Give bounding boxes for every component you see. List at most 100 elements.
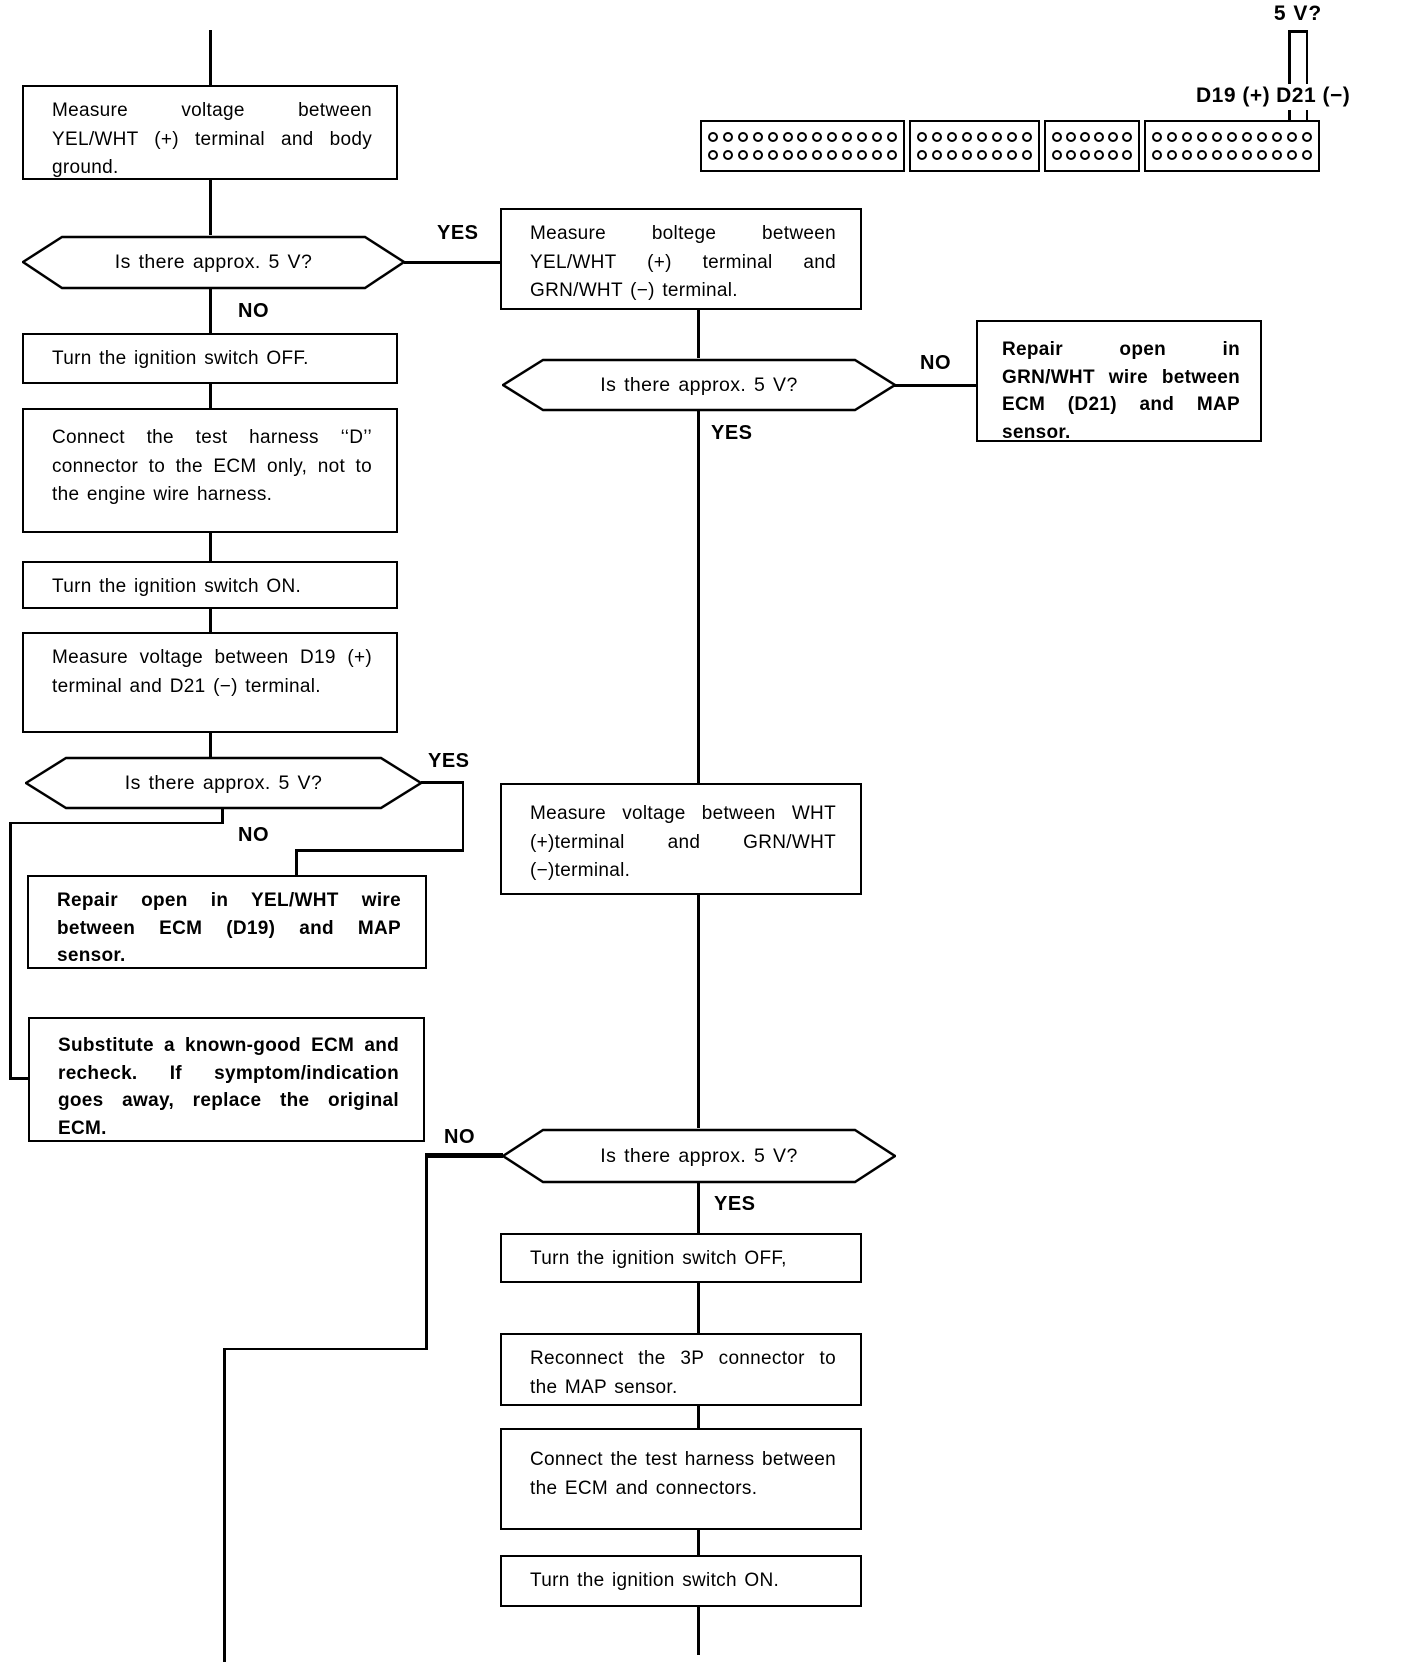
entry-line: [209, 30, 212, 85]
decision-1: Is there approx. 5 V?: [22, 235, 405, 290]
connector-pin: [932, 150, 942, 160]
yes-label-3: YES: [711, 422, 753, 444]
connector-pin: [857, 132, 868, 142]
no-branch-line-2: [9, 821, 223, 824]
no-label-4: NO: [444, 1126, 475, 1148]
connector-pin: [1052, 150, 1062, 160]
connector-segment-4: [1144, 120, 1320, 172]
decision-2: Is there approx. 5 V?: [25, 756, 422, 810]
connector-pin: [722, 132, 733, 142]
connector-pin: [1052, 132, 1062, 142]
connector-pin: [767, 132, 778, 142]
step-repair-grnwht-wire: Repair open in GRN/WHT wire between ECM …: [976, 320, 1262, 443]
connector-pin: [1197, 150, 1207, 160]
probe-bracket: [1288, 30, 1308, 33]
no-branch-line-4: [223, 1347, 226, 1662]
connector-pin: [1080, 132, 1090, 142]
connector-pin: [767, 150, 778, 160]
connector-pin: [886, 150, 897, 160]
step-measure-wht: Measure voltage between WHT (+)terminal …: [500, 783, 862, 895]
no-branch-line-4: [425, 1153, 503, 1158]
probe-bracket: [1288, 30, 1291, 84]
connector-pin: [1227, 132, 1237, 142]
step-ignition-on-1: Turn the ignition switch ON.: [22, 561, 398, 609]
flow-line: [209, 533, 212, 561]
connector-pin: [1197, 132, 1207, 142]
step-measure-yelwht-ground: Measure voltage between YEL/WHT (+) term…: [22, 85, 398, 180]
yes-label-4: YES: [714, 1193, 756, 1215]
connector-pin: [737, 150, 748, 160]
connector-pin: [1152, 150, 1162, 160]
connector-pin: [871, 132, 882, 142]
connector-pin: [752, 150, 763, 160]
connector-pin: [842, 150, 853, 160]
connector-pin: [977, 150, 987, 160]
connector-pin: [1167, 132, 1177, 142]
connector-pin: [1066, 132, 1076, 142]
yes-branch-line-2: [461, 781, 464, 851]
connector-pin: [1227, 150, 1237, 160]
connector-pin: [1022, 150, 1032, 160]
connector-pin: [1094, 132, 1104, 142]
connector-pin: [962, 150, 972, 160]
connector-pin: [722, 150, 733, 160]
connector-pin: [1122, 132, 1132, 142]
step-measure-d19-d21: Measure voltage between D19 (+) terminal…: [22, 632, 398, 733]
connector-pin: [947, 150, 957, 160]
connector-pin: [1212, 132, 1222, 142]
connector-pin: [992, 150, 1002, 160]
pin-row: [1052, 150, 1132, 160]
pin-row: [708, 150, 897, 160]
decision-4: Is there approx. 5 V?: [502, 1128, 896, 1184]
connector-pin: [1182, 150, 1192, 160]
connector-pin: [932, 132, 942, 142]
connector-pin: [1287, 150, 1297, 160]
no-branch-line-4: [223, 1347, 427, 1350]
connector-pin: [708, 150, 718, 160]
connector-pin: [827, 132, 838, 142]
yes-label-1: YES: [437, 222, 479, 244]
flow-line: [697, 895, 700, 1128]
d19-label: D19 (+): [1196, 84, 1271, 107]
no-branch-line-2: [221, 808, 224, 824]
step-measure-boltege: Measure boltege between YEL/WHT (+) term…: [500, 208, 862, 310]
five-v-label: 5 V?: [1273, 2, 1323, 25]
probe-lead-d19: [1288, 110, 1291, 122]
d19-d21-label: D19 (+) D21 (−): [1196, 84, 1350, 108]
connector-pin: [812, 150, 823, 160]
connector-pin: [1080, 150, 1090, 160]
decision-2-label: Is there approx. 5 V?: [124, 771, 323, 794]
flow-line: [697, 310, 700, 358]
step-repair-yelwht-wire: Repair open in YEL/WHT wire between ECM …: [27, 875, 427, 969]
connector-pin: [1122, 150, 1132, 160]
connector-pin: [1272, 150, 1282, 160]
connector-pin: [1007, 132, 1017, 142]
connector-pin: [782, 150, 793, 160]
flow-line: [697, 1530, 700, 1555]
no-branch-line-2: [9, 821, 12, 1080]
connector-pin: [962, 132, 972, 142]
flow-line: [697, 1406, 700, 1428]
connector-pin: [857, 150, 868, 160]
connector-pin: [977, 132, 987, 142]
connector-pin: [1007, 150, 1017, 160]
connector-pin: [782, 132, 793, 142]
flow-line: [209, 609, 212, 632]
connector-pin: [812, 132, 823, 142]
connector-pin: [737, 132, 748, 142]
connector-segment-3: [1044, 120, 1140, 172]
connector-pin: [917, 150, 927, 160]
d21-label: D21 (−): [1276, 84, 1351, 107]
connector-pin: [1257, 150, 1267, 160]
connector-pin: [1022, 132, 1032, 142]
no-branch-line-3: [893, 384, 976, 387]
connector-pin: [1066, 150, 1076, 160]
yes-branch-line-2: [295, 849, 464, 852]
connector-pin: [1094, 150, 1104, 160]
yes-branch-line-2: [421, 781, 464, 784]
connector-pin: [992, 132, 1002, 142]
no-branch-line-4: [425, 1153, 428, 1350]
step-ignition-off-1: Turn the ignition switch OFF.: [22, 333, 398, 384]
step-reconnect-3p: Reconnect the 3P connector to the MAP se…: [500, 1333, 862, 1406]
